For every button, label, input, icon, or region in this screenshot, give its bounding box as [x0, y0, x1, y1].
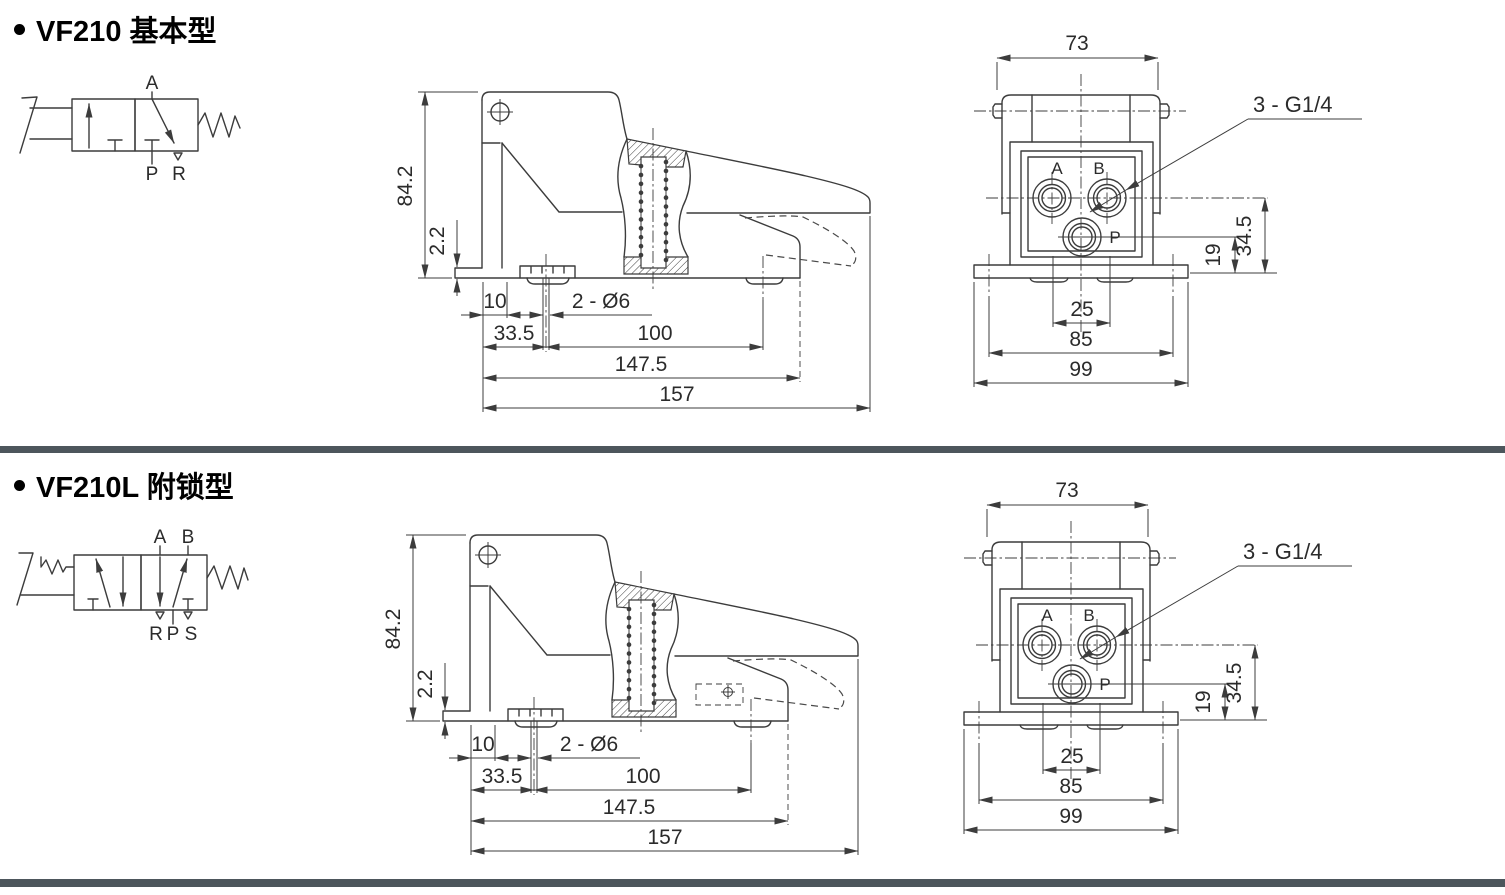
dim-edge: 10 [471, 733, 494, 756]
dim-lug-pitch: 25 [1070, 298, 1093, 321]
dim-hole-pitch: 100 [637, 322, 672, 345]
schematic-port-p: P [167, 624, 180, 645]
section-title-basic-label: VF210 基本型 [36, 16, 217, 48]
dim-lip: 2.2 [414, 669, 437, 698]
front-port-p: P [1109, 228, 1120, 247]
spring-symbol [206, 565, 249, 590]
section-title-basic: VF210 基本型 [14, 8, 217, 50]
dim-thread: 3 - G1/4 [1253, 92, 1332, 117]
bullet-icon [14, 23, 25, 35]
schematic-port-p: P [146, 164, 159, 185]
dim-port-center-h: 34.5 [1223, 663, 1246, 704]
dim-height: 84.2 [394, 166, 417, 207]
dim-hole-pitch: 100 [625, 765, 660, 788]
side-view-basic: 84.2 2.2 10 2 - Ø6 33.5 100 147.5 157 [394, 92, 870, 412]
dim-top-width: 73 [1065, 32, 1088, 55]
dim-top-width: 73 [1055, 479, 1078, 502]
dim-port-center-h: 34.5 [1233, 216, 1256, 257]
front-port-p: P [1099, 675, 1110, 694]
foot-pedal-symbol [16, 552, 75, 606]
schematic-port-b: B [182, 527, 195, 548]
dim-len-inner: 147.5 [603, 796, 656, 819]
valve-schematic-basic: A P R [19, 73, 241, 185]
dim-base-width: 99 [1069, 358, 1092, 381]
side-view-latch: 84.2 2.2 10 2 - Ø6 33.5 100 147.5 157 [382, 535, 858, 855]
dim-hole-offset: 33.5 [482, 765, 523, 788]
bullet-icon [14, 479, 25, 491]
dim-hole-offset: 33.5 [494, 322, 535, 345]
foot-pedal-symbol [19, 96, 73, 154]
dim-p-center-h: 19 [1192, 690, 1215, 713]
dim-hole-pitch: 85 [1069, 328, 1092, 351]
schematic-port-a: A [154, 527, 167, 548]
front-view-basic: 73 A B P 3 - G1/4 34.5 19 25 85 99 [974, 32, 1362, 387]
dim-len-total: 157 [647, 826, 682, 849]
dim-height: 84.2 [382, 609, 405, 650]
section-title-latch-label: VF210L 附锁型 [36, 472, 234, 504]
dim-lip: 2.2 [426, 226, 449, 255]
dim-len-total: 157 [659, 383, 694, 406]
front-port-b: B [1093, 159, 1104, 178]
schematic-port-s: S [185, 624, 198, 645]
schematic-port-a: A [146, 73, 159, 94]
schematic-port-r: R [149, 624, 163, 645]
dim-holes: 2 - Ø6 [560, 733, 618, 756]
section-divider [0, 446, 1505, 453]
schematic-port-r: R [172, 164, 186, 185]
dim-base-width: 99 [1059, 805, 1082, 828]
dim-holes: 2 - Ø6 [572, 290, 630, 313]
bottom-border [0, 879, 1505, 887]
dim-edge: 10 [483, 290, 506, 313]
latch-detail [695, 683, 744, 706]
dim-thread: 3 - G1/4 [1243, 539, 1322, 564]
front-port-a: A [1041, 606, 1053, 625]
section-title-latch: VF210L 附锁型 [14, 464, 234, 506]
valve-schematic-latch: A B R P S [16, 527, 249, 645]
front-port-b: B [1083, 606, 1094, 625]
front-port-a: A [1051, 159, 1063, 178]
dim-len-inner: 147.5 [615, 353, 668, 376]
dim-hole-pitch: 85 [1059, 775, 1082, 798]
latch-spring-symbol [40, 556, 75, 575]
dim-lug-pitch: 25 [1060, 745, 1083, 768]
dim-p-center-h: 19 [1202, 243, 1225, 266]
spring-symbol [197, 112, 241, 138]
front-view-latch: 73 A B P 3 - G1/4 34.5 19 25 85 99 [964, 479, 1352, 834]
